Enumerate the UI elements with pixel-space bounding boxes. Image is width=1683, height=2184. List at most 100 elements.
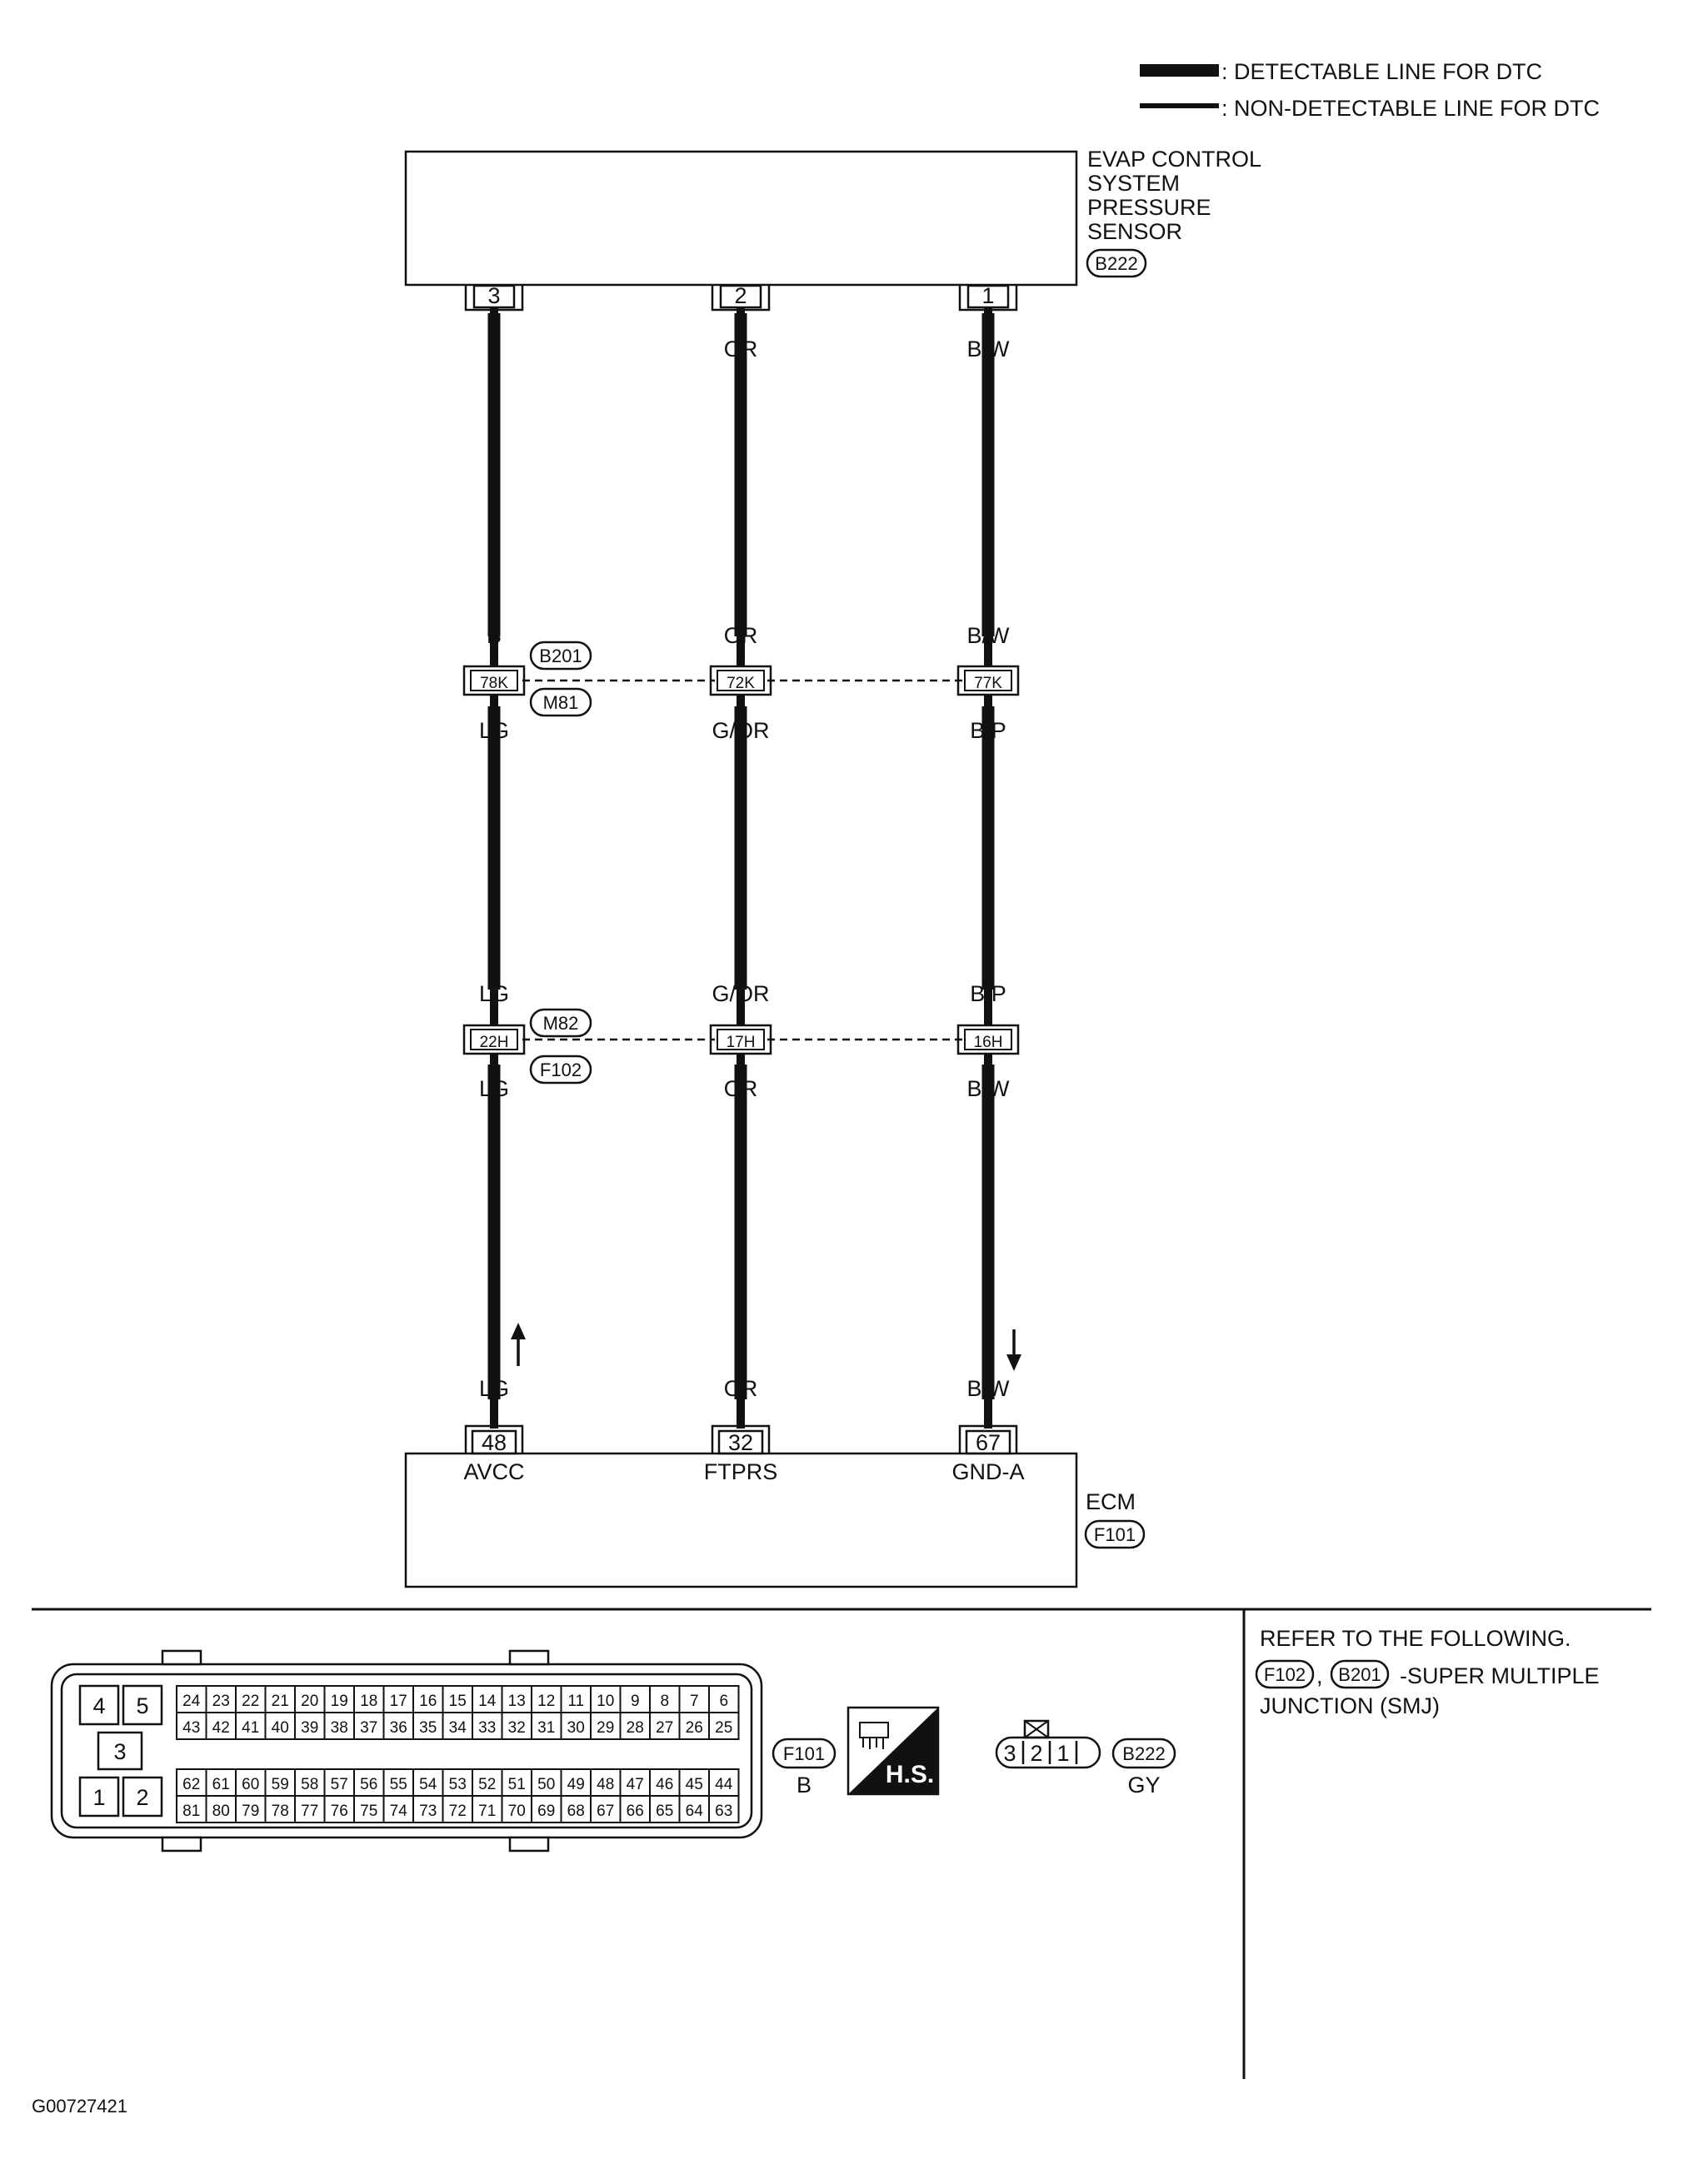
flow-arrows: [511, 1323, 1021, 1371]
hs-label: H.S.: [886, 1761, 934, 1788]
sensor-face-key-icon: [1023, 1719, 1050, 1739]
sensor-face-pin-3: 3: [1003, 1741, 1016, 1766]
sensor-connector-id: B222: [1095, 253, 1137, 274]
pin-grid-number: 18: [360, 1693, 377, 1710]
pin-grid-number: 27: [656, 1719, 673, 1737]
refer-sep: ,: [1316, 1663, 1323, 1688]
junction1-tag1-text: B201: [539, 646, 582, 666]
pin-5: 5: [136, 1693, 148, 1718]
pin-grid-number: 34: [449, 1719, 467, 1737]
pin-grid-number: 19: [331, 1693, 348, 1710]
wire-color-label: LG: [479, 718, 509, 743]
pin-grid-number: 65: [656, 1803, 673, 1820]
figure-id: G00727421: [32, 2096, 127, 2117]
ecm-face-latch-bl: [161, 1836, 202, 1852]
ecm-face-latch-br: [508, 1836, 550, 1852]
pin-grid-number: 78: [272, 1803, 289, 1820]
ecm-connector-tag: [1084, 1519, 1146, 1549]
sensor-name-line2: SYSTEM: [1087, 171, 1180, 196]
ecm-face-inner: [60, 1673, 753, 1829]
pin-grid-number: 77: [301, 1803, 318, 1820]
pin-grid-number: 16: [419, 1693, 437, 1710]
pin-grid-number: 57: [331, 1776, 348, 1793]
sensor-pin-number: 1: [981, 283, 994, 308]
junction1-pin: 78K: [480, 675, 508, 692]
sensor-conn-tag-oval: [1111, 1738, 1176, 1769]
sensor-face-pin-1: 1: [1056, 1741, 1069, 1766]
pin-grid-number: 74: [390, 1803, 408, 1820]
refer-tag1: [1255, 1659, 1315, 1689]
pin-grid-number: 42: [212, 1719, 230, 1737]
pin-grid-number: 79: [242, 1803, 259, 1820]
pin-grid-number: 25: [715, 1719, 732, 1737]
sensor-pin-bracket: [464, 285, 524, 312]
wire-color-label: B/W: [967, 623, 1011, 648]
sensor-name-line3: PRESSURE: [1087, 195, 1211, 220]
pin-grid-number: 43: [182, 1719, 200, 1737]
junction1-pin-box: [470, 670, 518, 691]
sensor-conn-color: GY: [1127, 1773, 1160, 1798]
junction2-pin-box: [717, 1029, 765, 1050]
sensor-pin-box: [719, 284, 762, 309]
junction1-pin-box: [964, 670, 1012, 691]
sensor-name-line1: EVAP CONTROL: [1087, 147, 1261, 172]
wire-color-label: OR: [724, 1076, 758, 1101]
junction2-tags: M82 F102: [529, 1008, 592, 1085]
junction2-pin-box: [470, 1029, 518, 1050]
sensor-face-pin-2: 2: [1030, 1741, 1042, 1766]
pin-grid-number: 53: [449, 1776, 467, 1793]
pin-grid-number: 73: [419, 1803, 437, 1820]
wire-color-label: OR: [724, 1376, 758, 1401]
ecm-conn-tag: F101 B: [772, 1738, 837, 1798]
pin-grid-number: 32: [508, 1719, 526, 1737]
refer-notes: REFER TO THE FOLLOWING. F102 , B201 -SUP…: [1255, 1626, 1600, 1718]
refer-desc-line1: -SUPER MULTIPLE: [1400, 1663, 1600, 1688]
pin-grid-number: 47: [627, 1776, 644, 1793]
sensor-box: [404, 150, 1078, 287]
pin-grid-number: 62: [182, 1776, 200, 1793]
wire-color-label: B: [487, 623, 502, 648]
pin-grid-number: 23: [212, 1693, 230, 1710]
pin-grid-number: 49: [567, 1776, 585, 1793]
junction1-tag2: [529, 687, 592, 717]
ecm: ECM F101: [404, 1452, 1146, 1588]
pin-grid-number: 28: [627, 1719, 644, 1737]
pin-grid-number: 80: [212, 1803, 230, 1820]
junction2-tag2-text: F102: [540, 1060, 582, 1080]
pin-grid-cell: [708, 1712, 740, 1740]
pin-grid-number: 75: [360, 1803, 377, 1820]
pin-grid-number: 17: [390, 1693, 407, 1710]
pin-grid-number: 68: [567, 1803, 585, 1820]
sensor-conn-tag-id: B222: [1122, 1743, 1165, 1764]
ecm-pin-number: 32: [728, 1430, 753, 1455]
ecm-signal-name: AVCC: [463, 1459, 524, 1484]
pin-grid-number: 13: [508, 1693, 526, 1710]
pin-grid-number: 38: [331, 1719, 348, 1737]
refer-tag2: [1330, 1659, 1390, 1689]
sensor-connector-tag: [1086, 248, 1147, 278]
sensor-pin-number: 2: [734, 283, 747, 308]
legend: : DETECTABLE LINE FOR DTC : NON-DETECTAB…: [1140, 59, 1600, 121]
pin-grid-number: 50: [537, 1776, 555, 1793]
wire-color-label: OR: [724, 337, 758, 362]
ecm-box: [404, 1452, 1078, 1588]
pin-grid-number: 26: [686, 1719, 703, 1737]
pin-grid-number: 7: [690, 1693, 699, 1710]
pin-grid-number: 58: [301, 1776, 318, 1793]
pin-grid-number: 22: [242, 1693, 259, 1710]
pin-grid-number: 51: [508, 1776, 526, 1793]
sensor-pin-bracket: [711, 285, 771, 312]
pin-grid-number: 9: [631, 1693, 640, 1710]
pin-cell-3: [97, 1731, 143, 1771]
ecm-pin-bracket: [711, 1424, 771, 1454]
wire-color-label: B/W: [967, 337, 1011, 362]
legend-non-detectable-text: : NON-DETECTABLE LINE FOR DTC: [1221, 96, 1600, 121]
wire-color-label: B/P: [970, 981, 1006, 1006]
junction1-tag2-text: M81: [543, 692, 579, 713]
ecm-pin-bracket: [958, 1424, 1018, 1454]
junction2-tag1: [529, 1008, 592, 1038]
pin-grid-number: 72: [449, 1803, 467, 1820]
